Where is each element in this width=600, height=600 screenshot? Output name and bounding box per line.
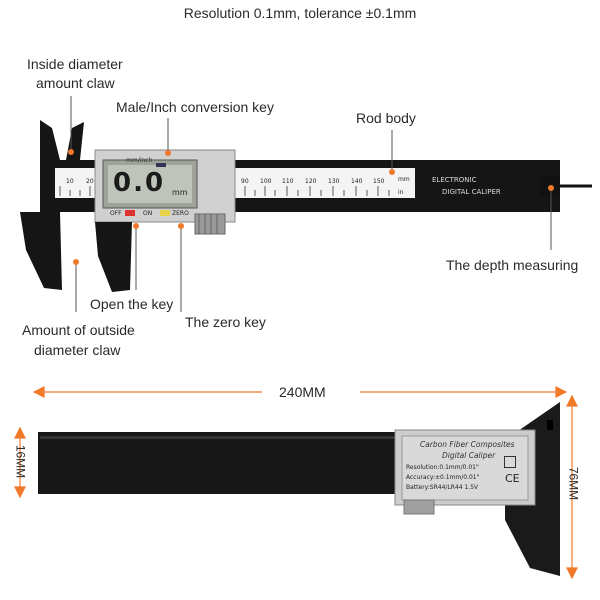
lcd-screen	[108, 165, 192, 203]
unit-label: mm/inch	[126, 157, 153, 164]
label-depth: The depth measuring	[446, 257, 579, 273]
spec-accuracy: Accuracy:±0.1mm/0.01"	[406, 474, 480, 481]
label-rod-body: Rod body	[356, 110, 416, 126]
marker-outside-claw	[73, 259, 79, 265]
spec-resolution: Resolution:0.1mm/0.01"	[406, 464, 479, 471]
brand-line2: DIGITAL CALIPER	[442, 188, 501, 196]
zero-button-mark	[160, 210, 170, 216]
bottom-title-2: Digital Caliper	[442, 451, 496, 460]
scale-num: 20	[86, 178, 94, 185]
scale-num: 90	[241, 178, 249, 185]
resolution-title: Resolution 0.1mm, tolerance ±0.1mm	[183, 5, 417, 21]
label-inside-claw-2: amount claw	[36, 75, 115, 91]
label-open-key: Open the key	[90, 296, 174, 312]
marker-zero-key	[178, 223, 184, 229]
recycle-bin-icon	[504, 456, 516, 468]
upper-fixed-claw	[40, 120, 60, 160]
marker-rod-body	[389, 169, 395, 175]
label-conversion-key: Male/Inch conversion key	[116, 99, 274, 115]
spec-battery: Battery:SR44/LR44 1.5V	[406, 484, 479, 491]
scale-num: 10	[66, 178, 74, 185]
brand-line1: ELECTRONIC	[432, 176, 477, 184]
marker-conversion-key	[165, 150, 171, 156]
marker-inside-claw	[68, 149, 74, 155]
bottom-beam	[38, 432, 400, 494]
scale-num: 140	[351, 178, 363, 185]
on-off-button-mark	[125, 210, 135, 216]
scale-in: in	[398, 189, 404, 196]
scale-mm: mm	[398, 176, 410, 183]
ce-mark: CE	[505, 472, 520, 485]
bottom-title-1: Carbon Fiber Composites	[420, 440, 515, 449]
scale-num: 130	[328, 178, 340, 185]
dim-height: 76MM	[566, 466, 581, 501]
lcd-unit: mm	[172, 188, 188, 197]
dim-thickness: 16MM	[13, 444, 28, 479]
label-outside-claw-2: diameter claw	[34, 342, 121, 358]
lcd-reading: 0.0	[113, 168, 166, 198]
lower-fixed-jaw	[20, 212, 62, 290]
label-zero-key: The zero key	[185, 314, 266, 330]
scale-num: 100	[260, 178, 272, 185]
btn-zero[interactable]: ZERO	[172, 210, 189, 217]
label-inside-claw-1: Inside diameter	[27, 56, 123, 72]
scale-num: 150	[373, 178, 385, 185]
marker-open-key	[133, 223, 139, 229]
label-outside-claw-1: Amount of outside	[22, 322, 135, 338]
btn-off[interactable]: OFF	[110, 210, 122, 217]
lower-slide-jaw	[95, 222, 132, 292]
btn-on[interactable]: ON	[143, 210, 153, 217]
scale-num: 120	[305, 178, 317, 185]
upper-slide-claw	[66, 122, 84, 160]
marker-depth	[548, 185, 554, 191]
dim-length: 240MM	[279, 384, 326, 400]
scale-num: 110	[282, 178, 294, 185]
